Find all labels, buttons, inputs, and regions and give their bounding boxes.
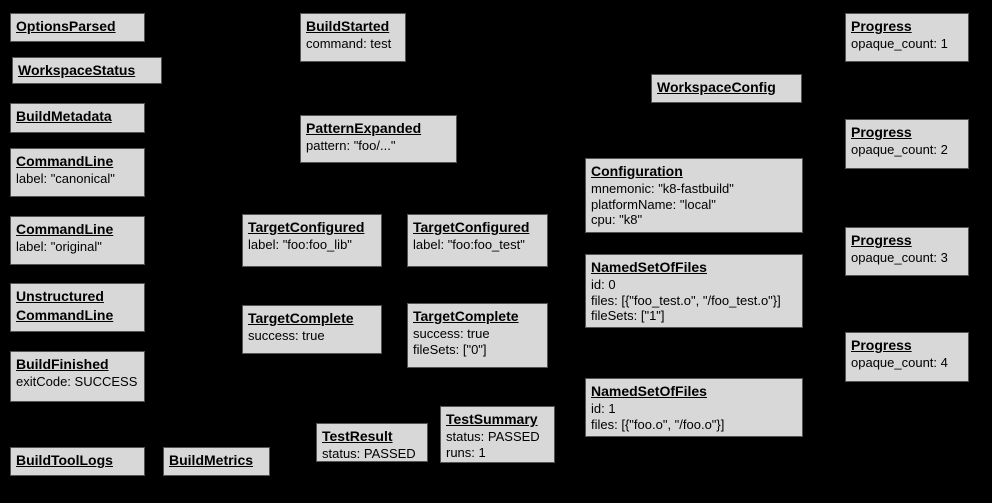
node-attribute: opaque_count: 4 [851,355,948,370]
node-attribute: success: true [248,328,325,343]
node-attribute: opaque_count: 2 [851,142,948,157]
node-title: CommandLine [16,221,114,237]
node-title: TargetConfigured [413,219,530,235]
node-configuration: Configuration mnemonic: "k8-fastbuild" p… [585,158,803,233]
node-title: WorkspaceStatus [18,62,136,78]
node-attribute: pattern: "foo/..." [306,138,396,153]
node-progress-4: Progress opaque_count: 4 [845,332,969,382]
node-build-finished: BuildFinished exitCode: SUCCESS [10,351,145,402]
node-command-line-canonical: CommandLine label: "canonical" [10,148,145,197]
node-pattern-expanded: PatternExpanded pattern: "foo/..." [300,115,457,163]
node-named-set-of-files-1: NamedSetOfFiles id: 1 files: [{"foo.o", … [585,378,803,437]
node-attribute: command: test [306,36,392,51]
node-progress-1: Progress opaque_count: 1 [845,13,969,62]
node-title: PatternExpanded [306,120,422,136]
node-title: Configuration [591,163,683,179]
node-target-configured-foo-lib: TargetConfigured label: "foo:foo_lib" [242,214,382,267]
node-title: WorkspaceConfig [657,79,776,95]
node-attribute: exitCode: SUCCESS [16,374,138,389]
node-target-configured-foo-test: TargetConfigured label: "foo:foo_test" [407,214,548,267]
node-attribute: platformName: "local" [591,196,716,212]
node-title: CommandLine [16,153,114,169]
node-attribute: label: "foo:foo_test" [413,237,525,252]
node-title: TargetComplete [413,308,519,324]
node-title: Progress [851,18,912,34]
node-attribute: status: PASSED [322,446,416,461]
node-build-tool-logs: BuildToolLogs [10,447,145,476]
node-target-complete-foo-lib: TargetComplete success: true [242,305,382,354]
node-title: BuildMetrics [169,452,254,468]
node-command-line-original: CommandLine label: "original" [10,216,145,265]
node-target-complete-foo-test: TargetComplete success: true fileSets: [… [407,303,548,368]
node-attribute: runs: 1 [446,444,486,460]
node-test-summary: TestSummary status: PASSED runs: 1 [440,406,555,463]
node-attribute: label: "foo:foo_lib" [248,237,352,252]
node-workspace-status: WorkspaceStatus [12,57,162,84]
node-build-metadata: BuildMetadata [10,103,145,133]
node-title: Unstructured CommandLine [16,288,114,323]
node-title: TargetComplete [248,310,354,326]
node-attribute: status: PASSED [446,429,540,444]
node-attribute: label: "original" [16,239,102,254]
node-title: Progress [851,124,912,140]
node-attribute: opaque_count: 3 [851,250,948,265]
node-attribute: opaque_count: 1 [851,36,948,51]
node-attribute: label: "canonical" [16,171,115,186]
node-build-metrics: BuildMetrics [163,447,270,476]
node-title: NamedSetOfFiles [591,383,707,399]
node-title: BuildStarted [306,18,390,34]
node-attribute: cpu: "k8" [591,212,643,227]
node-title: TargetConfigured [248,219,365,235]
node-named-set-of-files-0: NamedSetOfFiles id: 0 files: [{"foo_test… [585,254,803,328]
node-title: TestSummary [446,411,538,427]
node-workspace-config: WorkspaceConfig [651,74,802,103]
node-attribute: fileSets: ["1"] [591,308,665,323]
node-attribute: id: 0 [591,277,616,292]
node-test-result: TestResult status: PASSED [316,423,428,462]
node-title: Progress [851,232,912,248]
node-attribute: mnemonic: "k8-fastbuild" [591,181,734,196]
node-attribute: files: [{"foo_test.o", "/foo_test.o"}] [591,292,781,308]
node-progress-2: Progress opaque_count: 2 [845,119,969,169]
node-attribute: files: [{"foo.o", "/foo.o"}] [591,416,725,432]
node-title: OptionsParsed [16,18,116,34]
node-title: TestResult [322,428,393,444]
node-title: BuildToolLogs [16,452,113,468]
node-title: BuildMetadata [16,108,112,124]
node-title: BuildFinished [16,356,109,372]
node-attribute: fileSets: ["0"] [413,341,487,357]
node-progress-3: Progress opaque_count: 3 [845,227,969,276]
node-unstructured-command-line: Unstructured CommandLine [10,283,145,332]
node-build-started: BuildStarted command: test [300,13,406,62]
node-options-parsed: OptionsParsed [10,13,145,42]
node-attribute: success: true [413,326,490,341]
node-title: NamedSetOfFiles [591,259,707,275]
node-attribute: id: 1 [591,401,616,416]
node-title: Progress [851,337,912,353]
